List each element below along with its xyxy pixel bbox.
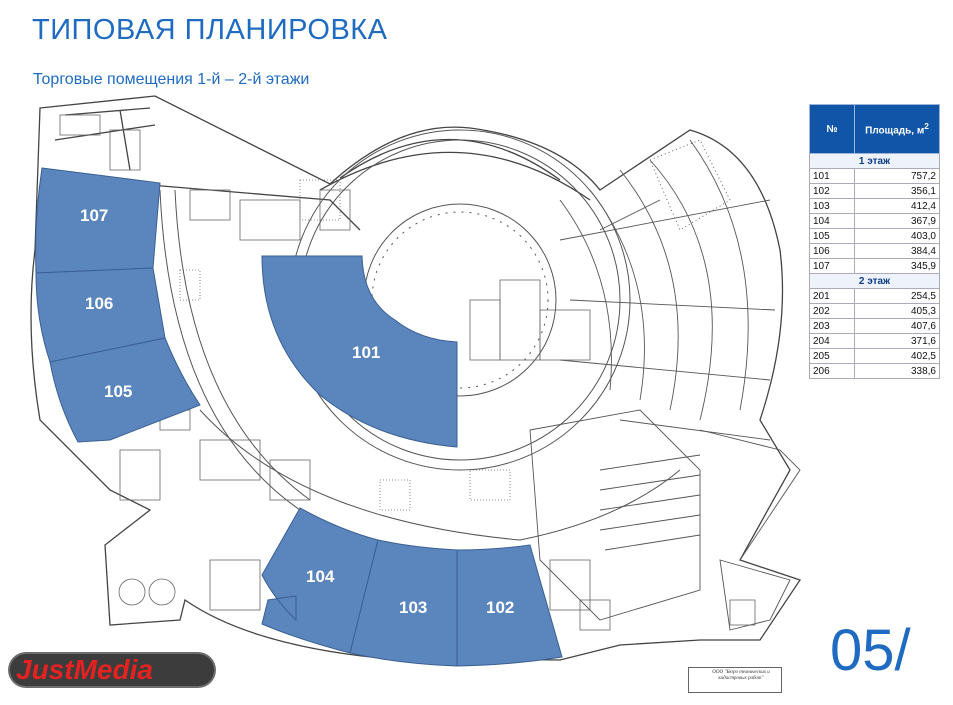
- room-103-label: 103: [399, 598, 427, 617]
- room-101[interactable]: 101: [261, 255, 458, 448]
- room-number-cell: 101: [809, 168, 855, 184]
- room-number-cell: 103: [809, 198, 855, 214]
- col-number-header: №: [809, 104, 855, 154]
- room-number-cell: 105: [809, 228, 855, 244]
- stamp: ООО "Бюро технических и кадастровых рабо…: [688, 667, 782, 693]
- room-107-label: 107: [80, 206, 108, 225]
- room-area-cell: 254,5: [854, 288, 940, 304]
- room-area-cell: 356,1: [854, 183, 940, 199]
- room-106-label: 106: [85, 294, 113, 313]
- room-105-label: 105: [104, 382, 132, 401]
- room-102-label: 102: [486, 598, 514, 617]
- room-area-cell: 384,4: [854, 243, 940, 259]
- room-area-cell: 407,6: [854, 318, 940, 334]
- room-107[interactable]: 107: [35, 167, 161, 274]
- justmedia-logo: JustMedia: [8, 652, 216, 688]
- floor-group-label: 1 этаж: [809, 153, 940, 169]
- room-area-cell: 405,3: [854, 303, 940, 319]
- room-number-cell: 205: [809, 348, 855, 364]
- page-subtitle: Торговые помещения 1-й – 2-й этажи: [33, 71, 310, 88]
- room-number-cell: 104: [809, 213, 855, 229]
- room-area-cell: 367,9: [854, 213, 940, 229]
- room-number-cell: 204: [809, 333, 855, 349]
- room-number-cell: 106: [809, 243, 855, 259]
- room-number-cell: 107: [809, 258, 855, 274]
- logo-text: JustMedia: [16, 654, 153, 685]
- building-outline: [30, 95, 802, 661]
- room-area-cell: 371,6: [854, 333, 940, 349]
- room-number-cell: 201: [809, 288, 855, 304]
- room-number-cell: 206: [809, 363, 855, 379]
- room-area-cell: 345,9: [854, 258, 940, 274]
- room-area-cell: 402,5: [854, 348, 940, 364]
- room-102[interactable]: 102: [456, 544, 563, 667]
- room-number-cell: 202: [809, 303, 855, 319]
- room-number-cell: 203: [809, 318, 855, 334]
- col-area-header: Площадь, м2: [854, 104, 940, 154]
- room-area-cell: 338,6: [854, 363, 940, 379]
- room-105[interactable]: 105: [49, 337, 201, 443]
- room-104[interactable]: 104: [261, 507, 379, 654]
- page-title: ТИПОВАЯ ПЛАНИРОВКА: [32, 14, 388, 46]
- room-area-cell: 757,2: [854, 168, 940, 184]
- floor-group-label: 2 этаж: [809, 273, 940, 289]
- room-number-cell: 102: [809, 183, 855, 199]
- room-106[interactable]: 106: [35, 267, 166, 363]
- room-area-cell: 412,4: [854, 198, 940, 214]
- room-101-label: 101: [352, 343, 380, 362]
- right-wing: [529, 139, 801, 631]
- room-area-cell: 403,0: [854, 228, 940, 244]
- page-number: 05/: [830, 618, 911, 683]
- room-104-label: 104: [306, 567, 335, 586]
